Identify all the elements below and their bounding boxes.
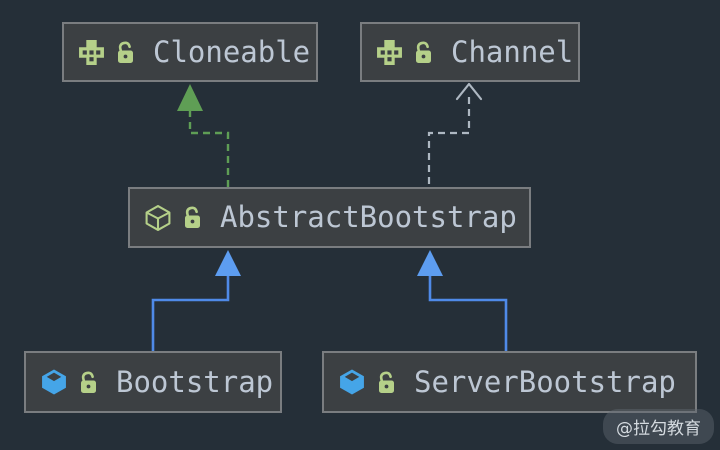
open-lock-icon — [118, 41, 133, 63]
class-icon — [42, 369, 66, 395]
class-icon — [340, 369, 364, 395]
open-lock-icon — [81, 371, 96, 393]
class-node-server-bootstrap[interactable]: ServerBootstrap — [322, 351, 697, 413]
class-node-label: Bootstrap — [116, 364, 274, 399]
open-lock-icon — [185, 206, 200, 228]
edge-extends-server-bootstrap — [417, 250, 508, 352]
class-node-label: Channel — [451, 34, 574, 69]
class-node-label: Cloneable — [153, 34, 311, 69]
edge-implements-cloneable — [177, 84, 230, 188]
open-lock-icon — [379, 371, 394, 393]
class-node-label: AbstractBootstrap — [220, 200, 517, 234]
interface-icon — [79, 39, 104, 65]
open-lock-icon — [416, 41, 431, 63]
abstract-class-icon — [145, 204, 171, 231]
edge-extends-bootstrap — [151, 250, 241, 352]
edge-implements-channel — [427, 82, 483, 188]
class-node-cloneable[interactable]: Cloneable — [62, 22, 318, 82]
interface-icon — [377, 39, 402, 65]
class-node-bootstrap[interactable]: Bootstrap — [24, 351, 282, 413]
watermark-badge: @拉勾教育 — [603, 409, 714, 444]
class-node-channel[interactable]: Channel — [360, 22, 580, 82]
class-node-abstract-bootstrap[interactable]: AbstractBootstrap — [128, 187, 531, 248]
class-node-label: ServerBootstrap — [414, 364, 676, 399]
